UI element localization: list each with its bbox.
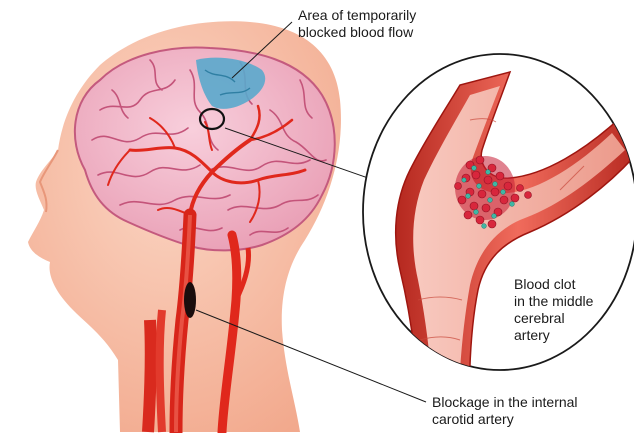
label-blocked-area-line1: Area of temporarily [298, 7, 417, 23]
carotid-blockage [184, 282, 196, 318]
label-carotid-blockage-line1: Blockage in the internal [432, 394, 578, 410]
label-blocked-area-line2: blocked blood flow [298, 24, 414, 40]
label-blood-clot-line4: artery [514, 327, 550, 343]
blood-clot-cluster [454, 155, 532, 229]
label-carotid-blockage-line2: carotid artery [432, 411, 514, 427]
blockage-marker-ring [198, 107, 226, 131]
label-blood-clot-line2: in the middle [514, 293, 594, 309]
carotid-artery [169, 208, 251, 433]
label-blood-clot-line3: cerebral [514, 310, 565, 326]
label-carotid-blockage: Blockage in the internal carotid artery [432, 394, 627, 428]
label-blood-clot-line1: Blood clot [514, 276, 576, 292]
blocked-area [196, 57, 266, 109]
label-blocked-area: Area of temporarily blocked blood flow [298, 7, 468, 41]
neck-vessels [142, 309, 166, 433]
magnified-view [362, 53, 634, 371]
brain [73, 46, 336, 252]
label-blood-clot: Blood clot in the middle cerebral artery [514, 276, 624, 344]
